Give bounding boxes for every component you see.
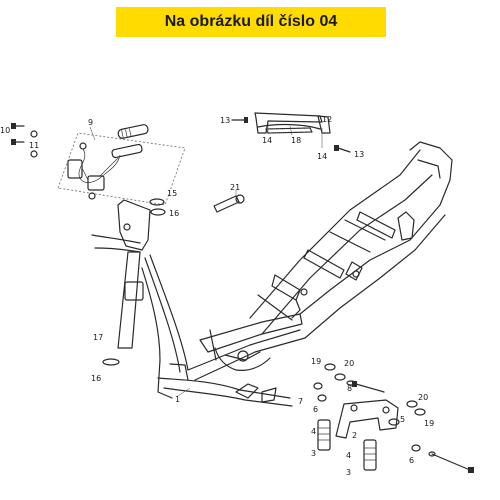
callout-3b: 3 bbox=[346, 468, 351, 477]
washer-set-upper bbox=[149, 198, 166, 216]
callout-8: 8 bbox=[347, 384, 352, 393]
callout-17: 17 bbox=[93, 333, 103, 342]
callout-16a: 16 bbox=[169, 209, 179, 218]
callout-3a: 3 bbox=[311, 449, 316, 458]
callout-13a: 13 bbox=[220, 116, 230, 125]
steering-tube bbox=[102, 251, 144, 366]
seat-lock-key bbox=[213, 194, 245, 213]
part-number-banner: Na obrázku díl číslo 04 bbox=[116, 7, 386, 37]
callout-1: 1 bbox=[175, 395, 180, 404]
callout-16b: 16 bbox=[91, 374, 101, 383]
nut-washer-set-right bbox=[406, 400, 426, 452]
callout-14a: 14 bbox=[262, 136, 272, 145]
ignition-wiring-group bbox=[57, 124, 186, 206]
bushing-right bbox=[363, 439, 377, 471]
callout-20a: 20 bbox=[344, 359, 354, 368]
bolt-set-left bbox=[11, 123, 38, 158]
leader-lines bbox=[177, 122, 323, 397]
callout-7: 7 bbox=[298, 397, 303, 406]
engine-mount-bracket bbox=[335, 399, 400, 439]
callout-2: 2 bbox=[352, 431, 357, 440]
callout-21: 21 bbox=[230, 183, 240, 192]
bolt-long bbox=[352, 381, 385, 393]
callout-10: 10 bbox=[0, 126, 10, 135]
callout-5: 5 bbox=[400, 415, 405, 424]
callout-14b: 14 bbox=[317, 152, 327, 161]
nut-washer-set-center bbox=[313, 363, 356, 402]
callout-15: 15 bbox=[167, 189, 177, 198]
steering-bracket bbox=[91, 199, 151, 253]
callout-19a: 19 bbox=[311, 357, 321, 366]
bushing-left bbox=[317, 419, 331, 451]
banner-text: Na obrázku díl číslo 04 bbox=[164, 13, 338, 30]
top-bracket-group bbox=[231, 112, 351, 153]
callout-4b: 4 bbox=[346, 451, 351, 460]
callout-9: 9 bbox=[88, 118, 93, 127]
callout-6b: 6 bbox=[409, 456, 414, 465]
axle-rod bbox=[428, 451, 474, 473]
main-frame bbox=[141, 141, 453, 407]
callout-19b: 19 bbox=[424, 419, 434, 428]
callout-labels: 1 2 3 3 4 4 5 6 6 7 8 9 10 11 12 13 13 1… bbox=[0, 115, 434, 477]
callout-20b: 20 bbox=[418, 393, 428, 402]
callout-12: 12 bbox=[322, 115, 332, 124]
callout-18: 18 bbox=[291, 136, 301, 145]
callout-4a: 4 bbox=[311, 427, 316, 436]
callout-13b: 13 bbox=[354, 150, 364, 159]
callout-11: 11 bbox=[29, 141, 39, 150]
callout-6a: 6 bbox=[313, 405, 318, 414]
